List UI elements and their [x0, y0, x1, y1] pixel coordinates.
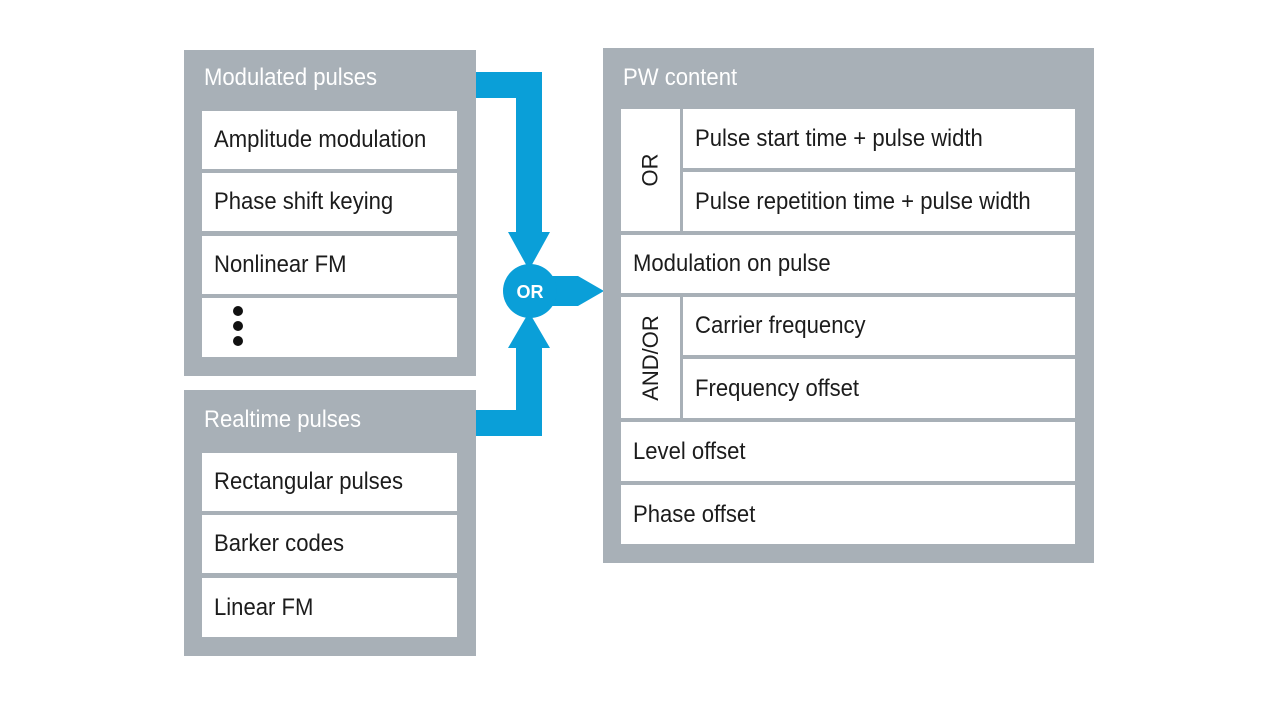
realtime-item-rectangular: Rectangular pulses: [202, 453, 457, 511]
andor-group-label: AND/OR: [621, 297, 680, 418]
realtime-item-barker: Barker codes: [202, 515, 457, 573]
modulated-pulses-panel: Modulated pulses Amplitude modulation Ph…: [184, 50, 476, 376]
modulated-item-amplitude: Amplitude modulation: [202, 111, 457, 169]
modulated-item-psk: Phase shift keying: [202, 173, 457, 231]
realtime-item-linear-fm: Linear FM: [202, 578, 457, 637]
carrier-frequency-item: Carrier frequency: [683, 297, 1075, 355]
pw-content-panel: PW content OR Pulse start time + pulse w…: [603, 48, 1094, 563]
modulation-on-pulse-item: Modulation on pulse: [621, 235, 1075, 293]
realtime-pulses-title: Realtime pulses: [204, 406, 362, 433]
level-offset-item: Level offset: [621, 422, 1075, 481]
pw-content-title: PW content: [623, 64, 738, 91]
pulse-repetition-time-item: Pulse repetition time + pulse width: [683, 172, 1075, 231]
or-group-label: OR: [621, 109, 680, 231]
modulated-pulses-title: Modulated pulses: [204, 64, 378, 91]
modulated-item-more: [202, 298, 457, 357]
realtime-pulses-panel: Realtime pulses Rectangular pulses Barke…: [184, 390, 476, 656]
pulse-start-time-item: Pulse start time + pulse width: [683, 109, 1075, 168]
or-connector-label: OR: [517, 282, 544, 302]
frequency-offset-item: Frequency offset: [683, 359, 1075, 418]
modulated-item-nonlinear-fm: Nonlinear FM: [202, 236, 457, 294]
phase-offset-item: Phase offset: [621, 485, 1075, 544]
